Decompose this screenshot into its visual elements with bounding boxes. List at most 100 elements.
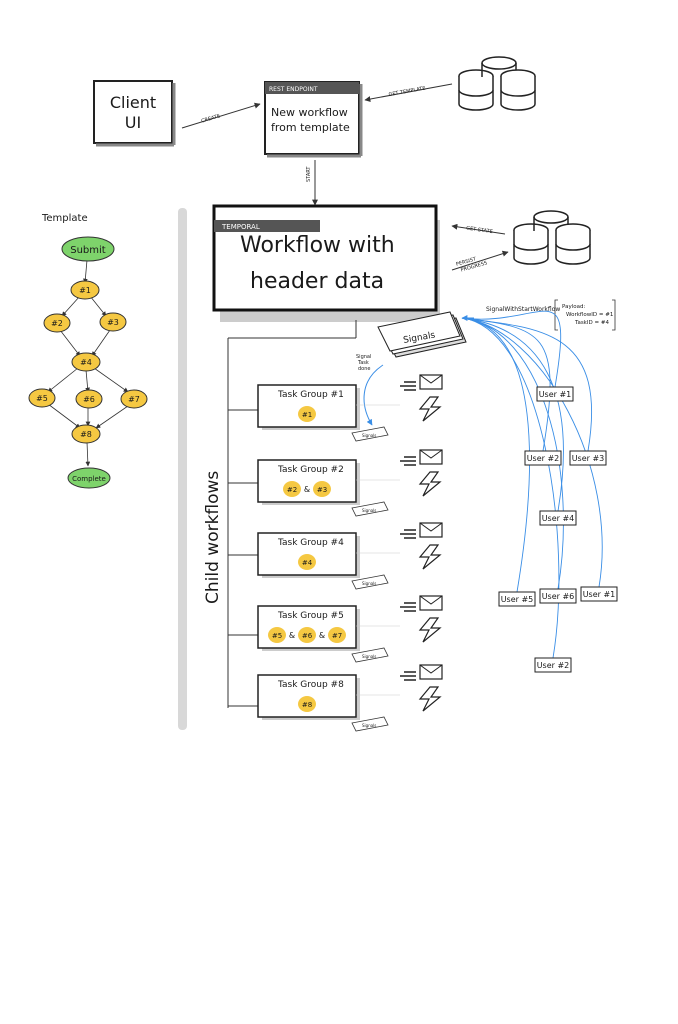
get-template-arrow bbox=[364, 83, 453, 102]
temporal-tag: TEMPORAL bbox=[221, 223, 260, 231]
task-separator: & bbox=[304, 485, 310, 494]
node-label-6: #6 bbox=[83, 395, 95, 404]
signal-card-label: Signals bbox=[362, 654, 376, 659]
user-box: User #3 bbox=[569, 450, 607, 466]
template-node-3 bbox=[99, 312, 127, 332]
task-group-title: Task Group #5 bbox=[277, 611, 344, 621]
node-label-4: #4 bbox=[80, 358, 92, 367]
lightning-icon bbox=[418, 617, 442, 643]
task-chip bbox=[298, 554, 316, 570]
task-chip-label: #8 bbox=[302, 701, 312, 709]
template-node-6 bbox=[75, 389, 103, 409]
user-label: User #4 bbox=[542, 514, 575, 523]
signal-method: SignalWithStartWorkflow bbox=[486, 306, 560, 313]
task-chip-label: #3 bbox=[317, 486, 327, 494]
signals-stack bbox=[377, 311, 467, 358]
template-flow bbox=[47, 259, 129, 467]
user-label: User #2 bbox=[527, 454, 560, 463]
temporal-title: Workflow with bbox=[240, 233, 395, 258]
task-group-title: Task Group #2 bbox=[277, 465, 344, 475]
child-workflows-shadow bbox=[178, 208, 187, 730]
signal-card bbox=[351, 647, 389, 663]
complete-node bbox=[67, 467, 111, 489]
user-box: User #1 bbox=[580, 586, 618, 602]
template-node-7 bbox=[120, 389, 148, 409]
child-workflows-label: Child workflows bbox=[203, 471, 223, 604]
task-chip bbox=[298, 406, 316, 422]
user-box: User #1 bbox=[536, 386, 574, 402]
persist-progress-arrow bbox=[451, 250, 509, 271]
get-state-arrow bbox=[451, 223, 506, 235]
signal-line bbox=[461, 310, 562, 388]
create-arrow bbox=[181, 102, 261, 129]
signal-card-label: Signals bbox=[362, 723, 376, 728]
signal-task-id: TaskID = #4 bbox=[574, 320, 609, 326]
signal-card bbox=[351, 574, 389, 590]
signal-task-done: Signal bbox=[356, 354, 371, 360]
user-label: User #5 bbox=[501, 595, 534, 604]
user-box: User #2 bbox=[524, 450, 562, 466]
user-label: User #6 bbox=[542, 592, 575, 601]
task-group-box bbox=[257, 459, 357, 503]
task-separator: & bbox=[319, 631, 325, 640]
task-group-title: Task Group #8 bbox=[277, 680, 344, 690]
task-chip-label: #4 bbox=[302, 559, 313, 567]
template-node-4 bbox=[71, 352, 101, 372]
node-label-5: #5 bbox=[36, 394, 48, 403]
signal-line bbox=[461, 317, 564, 512]
task-chip bbox=[298, 627, 316, 643]
complete-label: Complete bbox=[72, 475, 106, 483]
task-chip bbox=[283, 481, 301, 497]
user-label: User #2 bbox=[537, 661, 570, 670]
signal-task-done-arrow bbox=[363, 364, 384, 426]
task-group-title: Task Group #1 bbox=[277, 390, 344, 400]
task-chip bbox=[268, 627, 286, 643]
submit-label: Submit bbox=[70, 245, 106, 256]
user-label: User #1 bbox=[539, 390, 572, 399]
temporal-workflow-box: TEMPORAL Workflow with header data bbox=[212, 204, 440, 322]
signal-task-done-3: done bbox=[358, 366, 370, 372]
lightning-icon bbox=[418, 544, 442, 570]
task-chip-label: #5 bbox=[272, 632, 282, 640]
template-node-5 bbox=[28, 388, 56, 408]
users: User #1 User #2 User #3 User #4 User #5 User … bbox=[461, 310, 618, 673]
lightning-icon bbox=[418, 471, 442, 497]
user-label: User #1 bbox=[583, 590, 616, 599]
rest-endpoint-title-2: from template bbox=[271, 121, 350, 134]
user-box: User #4 bbox=[539, 510, 577, 526]
task-separator: & bbox=[289, 631, 295, 640]
lightning-icon bbox=[418, 686, 442, 712]
signal-card-label: Signals bbox=[362, 581, 376, 586]
rest-endpoint-title: New workflow bbox=[271, 106, 348, 119]
task-chip-label: #1 bbox=[302, 411, 312, 419]
user-box: User #5 bbox=[498, 591, 536, 607]
task-chip-label: #2 bbox=[287, 486, 297, 494]
template-node-8 bbox=[71, 424, 101, 444]
node-label-3: #3 bbox=[107, 318, 119, 327]
database-icon-top bbox=[458, 56, 536, 111]
node-label-2: #2 bbox=[51, 319, 63, 328]
signal-line bbox=[461, 317, 564, 590]
signal-card-label: Signals bbox=[362, 508, 376, 513]
node-label-7: #7 bbox=[128, 395, 140, 404]
node-label-1: #1 bbox=[79, 286, 91, 295]
task-chip-label: #7 bbox=[332, 632, 342, 640]
user-label: User #3 bbox=[572, 454, 605, 463]
rest-endpoint-tag: REST ENDPOINT bbox=[269, 86, 318, 93]
get-template-label: GET TEMPLATE bbox=[388, 86, 426, 98]
task-chip bbox=[298, 696, 316, 712]
signal-line bbox=[461, 317, 530, 593]
persist-progress-label: PERSIST bbox=[455, 256, 477, 268]
signal-payload: Payload: bbox=[562, 304, 585, 310]
signal-card bbox=[351, 501, 389, 517]
task-chip bbox=[328, 627, 346, 643]
template-nodes bbox=[28, 236, 148, 489]
user-box: User #2 bbox=[534, 657, 572, 673]
task-chip-label: #6 bbox=[302, 632, 313, 640]
signal-card bbox=[351, 426, 389, 442]
